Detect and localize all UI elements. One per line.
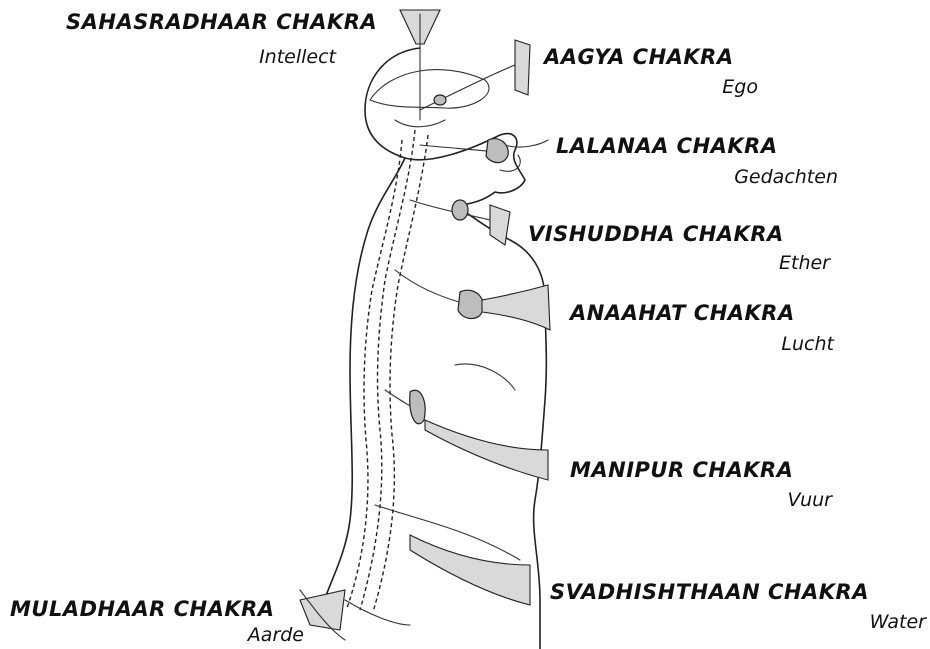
- chakra-label-aagya: AAGYA CHAKRA: [544, 45, 734, 69]
- anaahat-node: [458, 290, 483, 318]
- lalanaa-node: [486, 139, 508, 163]
- chakra-element-sahasradhaar: Intellect: [236, 46, 336, 68]
- chakra-element-svadhishthaan: Water: [800, 611, 926, 633]
- chakra-label-muladhaar: MULADHAAR CHAKRA: [10, 597, 275, 621]
- chakra-label-anaahat: ANAAHAT CHAKRA: [570, 301, 795, 325]
- chakra-element-aagya: Ego: [660, 76, 758, 98]
- anaahat-fan: [482, 285, 550, 330]
- chakra-element-manipur: Vuur: [730, 489, 832, 511]
- chakra-label-lalanaa: LALANAA CHAKRA: [556, 134, 778, 158]
- chakra-element-vishuddha: Ether: [730, 252, 830, 274]
- chakra-label-manipur: MANIPUR CHAKRA: [570, 458, 793, 482]
- chakra-label-vishuddha: VISHUDDHA CHAKRA: [528, 222, 784, 246]
- chakra-element-anaahat: Lucht: [730, 333, 834, 355]
- vishuddha-node: [452, 200, 468, 220]
- back-outline: [320, 158, 405, 615]
- chakra-element-lalanaa: Gedachten: [700, 166, 838, 188]
- chakra-label-svadhishthaan: SVADHISHTHAAN CHAKRA: [550, 580, 869, 604]
- aagya-fan: [515, 40, 530, 95]
- spine: [360, 130, 415, 610]
- muladhaar-fan: [300, 590, 345, 630]
- manipur-fan: [425, 420, 548, 480]
- chakra-element-muladhaar: Aarde: [196, 624, 304, 646]
- chakra-label-sahasradhaar: SAHASRADHAAR CHAKRA: [66, 10, 377, 34]
- svadhishthaan-fan: [410, 535, 530, 605]
- manipur-node: [410, 390, 425, 424]
